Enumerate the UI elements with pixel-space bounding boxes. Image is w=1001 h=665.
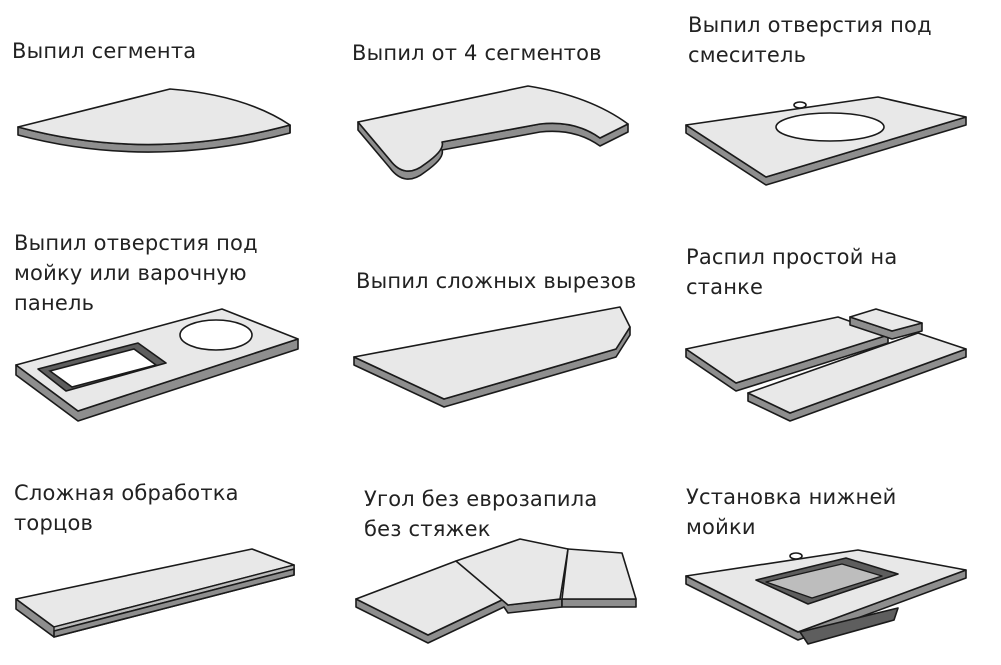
simple-saw-cut-illustration: [685, 308, 967, 422]
label-line: Выпил от 4 сегментов: [352, 41, 602, 65]
label-mixer-hole: Выпил отверстия под смеситель: [688, 10, 932, 70]
label-edge-processing: Сложная обработка торцов: [14, 478, 239, 538]
undermount-sink-illustration: [685, 549, 967, 645]
label-line: станке: [686, 275, 764, 299]
sink-hole-illustration: [15, 308, 299, 422]
label-line: Установка нижней: [686, 485, 897, 509]
label-line: торцов: [14, 511, 94, 535]
label-line: Выпил сложных вырезов: [356, 269, 637, 293]
label-line: мойку или варочную: [14, 261, 247, 285]
label-line: Выпил отверстия под: [14, 231, 258, 255]
label-line: Выпил отверстия под: [688, 13, 932, 37]
label-complex-cutouts: Выпил сложных вырезов: [356, 266, 636, 296]
label-line: Угол без еврозапила: [364, 487, 598, 511]
four-segments-cut-illustration: [357, 85, 629, 180]
segment-cut-illustration: [17, 88, 291, 153]
complex-cutouts-illustration: [353, 306, 631, 408]
corner-no-eurosaw-illustration: [355, 538, 637, 644]
label-segment-cut: Выпил сегмента: [12, 36, 196, 66]
label-corner-no-eurosaw: Угол без еврозапила без стяжек: [364, 484, 597, 544]
label-line: Сложная обработка: [14, 481, 239, 505]
edge-processing-illustration: [15, 548, 295, 638]
label-line: мойки: [686, 515, 756, 539]
label-line: Выпил сегмента: [12, 39, 197, 63]
label-line: Распил простой на: [686, 245, 898, 269]
label-line: смеситель: [688, 43, 807, 67]
label-line: без стяжек: [364, 517, 491, 541]
mixer-hole-illustration: [685, 96, 967, 186]
label-four-segments-cut: Выпил от 4 сегментов: [352, 38, 602, 68]
label-simple-saw-cut: Распил простой на станке: [686, 242, 897, 302]
label-sink-hole: Выпил отверстия под мойку или варочную п…: [14, 228, 258, 318]
label-line: панель: [14, 291, 95, 315]
label-undermount-sink: Установка нижней мойки: [686, 482, 896, 542]
